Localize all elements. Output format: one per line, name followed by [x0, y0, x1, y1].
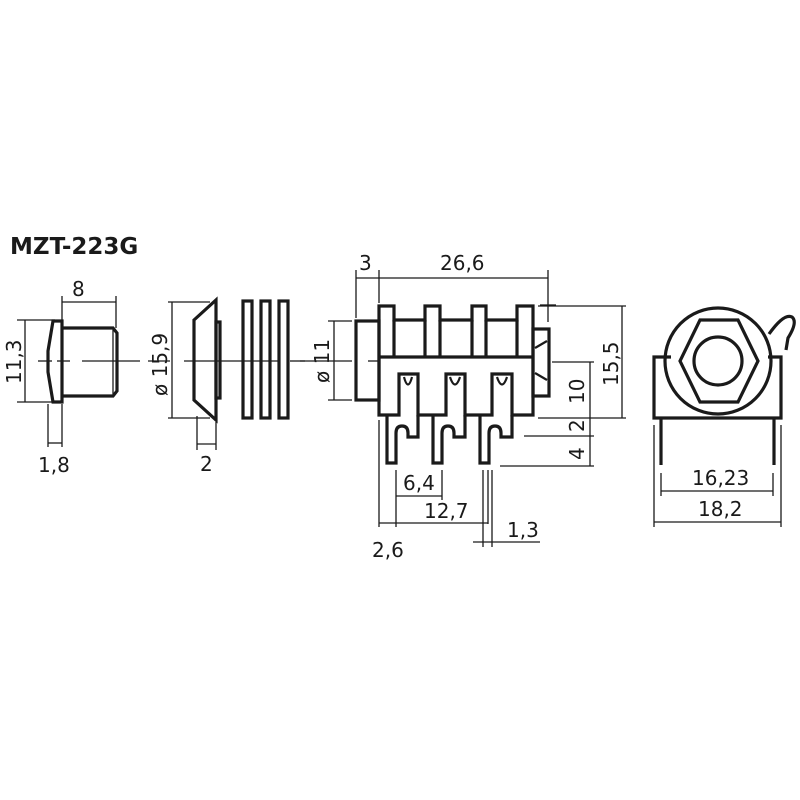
spacer-1	[241, 299, 254, 420]
dim-pin-length: 4	[565, 447, 589, 460]
dim-thread-diameter: ø 11	[310, 339, 334, 383]
jack-socket	[692, 335, 744, 387]
upper-fins	[377, 304, 535, 357]
spacer-2	[259, 299, 272, 420]
dim-pin-pitch: 6,4	[403, 471, 435, 495]
dim-nut-height: 11,3	[2, 339, 26, 384]
conical-washer	[192, 296, 218, 424]
dim-front-collar: 3	[359, 251, 372, 275]
dim-washer-diameter: ø 15,9	[148, 333, 172, 396]
nut-side-view	[17, 296, 140, 447]
hex-nut	[678, 318, 760, 404]
dim-washer-thickness: 2	[200, 452, 213, 476]
spacer-3	[277, 299, 290, 420]
washer-spacer-view	[148, 296, 305, 450]
dim-pin-width: 1,3	[507, 518, 539, 542]
pin-1	[385, 415, 420, 465]
dim-pin-spacing: 16,23	[692, 466, 749, 490]
dim-pin-span: 12,7	[424, 499, 469, 523]
part-number-title: MZT-223G	[10, 234, 139, 260]
lower-body	[377, 357, 535, 417]
rear-insulator	[531, 327, 551, 398]
jack-front-view	[652, 306, 796, 527]
dim-body-length: 26,6	[440, 251, 485, 275]
pin-2	[431, 415, 467, 465]
dim-front-offset: 2,6	[372, 538, 404, 562]
nut-body	[62, 326, 119, 398]
dim-nut-length: 8	[72, 277, 85, 301]
dim-total-width: 18,2	[698, 497, 743, 521]
jack-collar-circle	[663, 306, 773, 416]
dim-body-height: 10	[565, 379, 589, 404]
dim-total-height: 15,5	[599, 341, 623, 386]
jack-housing	[652, 355, 783, 420]
pin-3	[478, 415, 514, 465]
ground-lug	[767, 314, 796, 351]
dim-nut-flange: 1,8	[38, 453, 70, 477]
dim-pin-offset: 2	[565, 419, 589, 432]
jack-side-view	[300, 270, 626, 547]
